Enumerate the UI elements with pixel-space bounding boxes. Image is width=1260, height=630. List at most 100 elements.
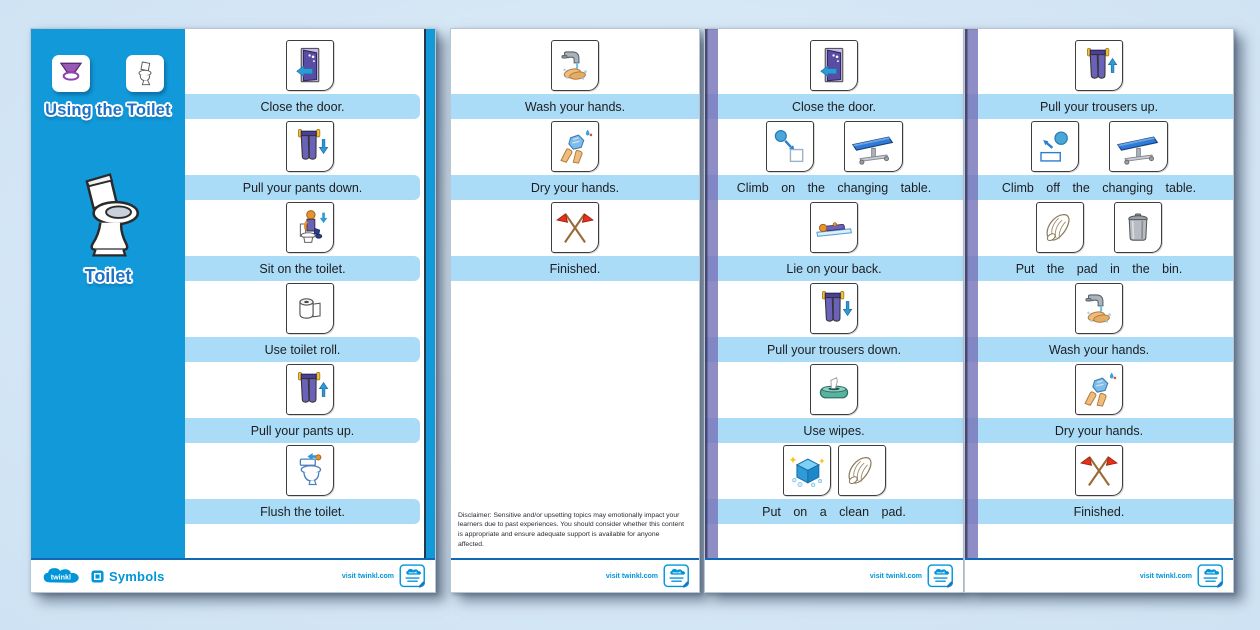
step-row: Sit on the toilet. (185, 200, 435, 281)
step-caption: Pull your pants down. (242, 180, 363, 195)
pants-up-icon (286, 364, 334, 415)
dry-hands-icon (551, 121, 599, 172)
page-edge-strip (424, 29, 435, 558)
potty-symbol-card (52, 55, 90, 92)
lie-on-back-icon (810, 202, 858, 253)
step-caption: Close the door. (791, 99, 877, 114)
step-row: Flush the toilet. (185, 443, 435, 524)
step-caption-banner: Lie on your back. (705, 256, 963, 281)
step-row: Use toilet roll. (185, 281, 435, 362)
step-caption-banner: Put the pad in the bin. (965, 256, 1233, 281)
visit-twinkl-link[interactable]: visit twinkl.com (1139, 572, 1192, 580)
climb-on-icon (765, 121, 814, 172)
step-caption-banner: Pull your trousers up. (965, 94, 1233, 119)
step-row: Finished. (965, 443, 1233, 524)
door-icon (810, 40, 858, 91)
step-caption-banner: Close the door. (185, 94, 420, 119)
sit-on-toilet-icon (286, 202, 334, 253)
clean-icon (782, 445, 831, 496)
step-row: Wash your hands. (451, 38, 699, 119)
visit-twinkl-link[interactable]: visit twinkl.com (869, 572, 922, 580)
step-caption: Dry your hands. (530, 180, 620, 195)
page-3: Close the door. Climb on the changing ta… (704, 28, 964, 593)
wipes-icon (810, 364, 858, 415)
step-row: Put the pad in the bin. (965, 200, 1233, 281)
toilet-symbol-card (126, 55, 164, 92)
disclaimer-text: Disclaimer: Sensitive and/or upsetting t… (458, 511, 684, 549)
step-row: Finished. (451, 200, 699, 281)
trousers-up-icon (1075, 40, 1123, 91)
step-caption-banner: Pull your trousers down. (705, 337, 963, 362)
step-caption-banner: Wash your hands. (965, 337, 1233, 362)
twinkl-logo (40, 566, 86, 586)
twinkl-badge-icon (1197, 564, 1224, 588)
step-row: Climb off the changing table. (965, 119, 1233, 200)
step-row: Pull your pants down. (185, 119, 435, 200)
dry-hands-icon (1075, 364, 1123, 415)
visit-twinkl-link[interactable]: visit twinkl.com (341, 572, 394, 580)
step-caption-banner: Pull your pants down. (185, 175, 420, 200)
step-caption-banner: Finished. (965, 499, 1233, 524)
step-caption-banner: Wash your hands. (451, 94, 699, 119)
title-sidebar: Using the Toilet Toilet (31, 29, 185, 558)
step-caption: Dry your hands. (1054, 423, 1144, 438)
step-row: Climb on the changing table. (705, 119, 963, 200)
visit-twinkl-link[interactable]: visit twinkl.com (605, 572, 658, 580)
page-footer: visit twinkl.com (705, 558, 963, 592)
page-footer: Symbols visit twinkl.com (31, 558, 435, 592)
toilet-outline-icon (129, 58, 161, 90)
toilet-label: Toilet (84, 266, 132, 286)
step-caption-banner: Close the door. (705, 94, 963, 119)
step-caption: Close the door. (260, 99, 345, 114)
step-caption-banner: Use wipes. (705, 418, 963, 443)
page-2: Wash your hands. Dry your hands. Finishe… (450, 28, 700, 593)
step-caption-banner: Put on a clean pad. (705, 499, 963, 524)
step-caption: Wash your hands. (1048, 342, 1150, 357)
wash-hands-icon (1075, 283, 1123, 334)
step-caption-banner: Finished. (451, 256, 699, 281)
step-caption: Pull your pants up. (250, 423, 355, 438)
step-caption-banner: Use toilet roll. (185, 337, 420, 362)
step-row: Pull your trousers down. (705, 281, 963, 362)
toilet-roll-icon (286, 283, 334, 334)
step-caption-banner: Pull your pants up. (185, 418, 420, 443)
wash-hands-icon (551, 40, 599, 91)
step-caption: Climb off the changing table. (1001, 180, 1197, 195)
step-row: Lie on your back. (705, 200, 963, 281)
toilet-illustration (60, 168, 156, 264)
pad-icon (1036, 202, 1084, 253)
step-caption: Wash your hands. (524, 99, 626, 114)
climb-off-icon (1030, 121, 1079, 172)
step-caption-banner: Climb on the changing table. (705, 175, 963, 200)
twinkl-badge-icon (399, 564, 426, 588)
symbols-label: Symbols (109, 568, 165, 584)
step-caption: Put on a clean pad. (762, 504, 906, 519)
stacked-page-edge (965, 29, 978, 592)
potty-symbol-icon (55, 58, 87, 90)
step-row: Wash your hands. (965, 281, 1233, 362)
step-row: Close the door. (185, 38, 435, 119)
step-row: Use wipes. (705, 362, 963, 443)
step-caption-banner: Dry your hands. (965, 418, 1233, 443)
page-footer: visit twinkl.com (451, 558, 699, 592)
bin-icon (1114, 202, 1162, 253)
step-row: Close the door. (705, 38, 963, 119)
finished-flags-icon (551, 202, 599, 253)
step-caption: Use wipes. (803, 423, 865, 438)
twinkl-badge-icon (927, 564, 954, 588)
step-caption-banner: Climb off the changing table. (965, 175, 1233, 200)
step-caption: Flush the toilet. (260, 504, 345, 519)
changing-table-icon (1108, 121, 1168, 172)
step-row: Dry your hands. (451, 119, 699, 200)
step-caption: Lie on your back. (786, 261, 882, 276)
page-footer: visit twinkl.com (965, 558, 1233, 592)
step-caption: Sit on the toilet. (259, 261, 346, 276)
step-caption: Use toilet roll. (264, 342, 341, 357)
door-icon (286, 40, 334, 91)
step-caption: Pull your trousers up. (1039, 99, 1159, 114)
step-row: Pull your trousers up. (965, 38, 1233, 119)
stacked-page-edge (705, 29, 718, 592)
step-row: Put on a clean pad. (705, 443, 963, 524)
resource-title: Using the Toilet (45, 101, 171, 119)
step-row: Dry your hands. (965, 362, 1233, 443)
